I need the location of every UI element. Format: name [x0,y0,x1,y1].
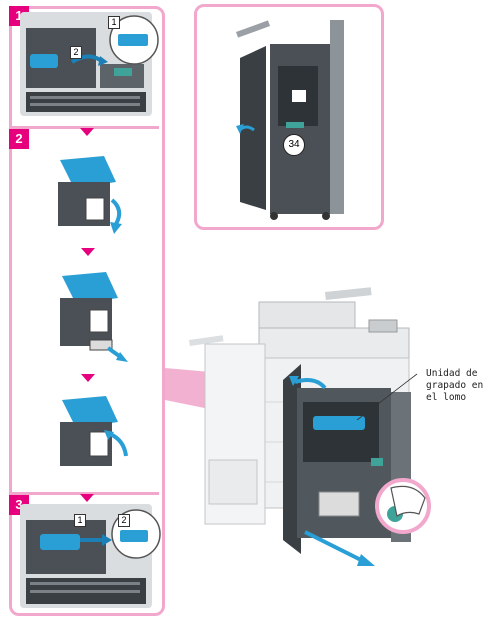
down-arrow-b [81,374,95,382]
finisher-door-open-illustration [235,20,344,220]
step-arrow-1 [80,128,94,136]
down-arrow-a [81,248,95,256]
step-1-illustration [20,12,159,116]
annotation-line-3: el lomo [426,392,467,403]
staple-cartridge-illustration-2 [60,272,128,362]
step-1-callout-1: 1 [108,16,120,29]
annotation-line-2: grapado en [426,380,484,391]
step-divider-2 [9,492,159,495]
step-1-callout-2: 2 [70,46,82,59]
staple-cartridge-illustration-1 [58,156,122,234]
step-2-badge: 2 [9,129,29,149]
staple-cartridge-illustration-3 [60,396,128,466]
step-divider-1 [9,126,159,129]
machine-with-finisher-illustration [189,287,431,566]
step-3-illustration [20,504,161,608]
part-34-callout: 34 [283,134,305,156]
step-arrow-2 [80,494,94,502]
step-3-callout-1: 1 [74,514,86,527]
step-3-callout-2: 2 [118,514,130,527]
annotation-line-1: Unidad de [426,368,478,379]
